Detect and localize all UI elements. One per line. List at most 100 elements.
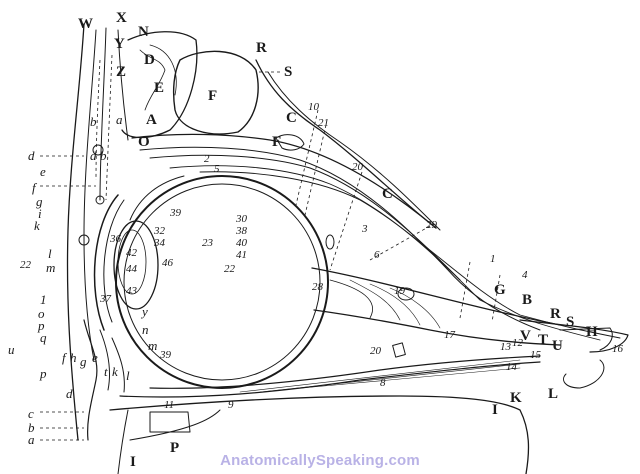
label-B: B bbox=[522, 292, 532, 308]
label-12: 12 bbox=[512, 337, 524, 349]
label-c-low: c bbox=[28, 406, 34, 421]
label-S-upper: S bbox=[284, 64, 292, 80]
label-30: 30 bbox=[235, 213, 248, 225]
label-d-low: d bbox=[66, 386, 73, 401]
label-20-top: 20 bbox=[352, 161, 364, 173]
label-11: 11 bbox=[164, 399, 174, 411]
label-41: 41 bbox=[236, 249, 247, 261]
label-o-top: o bbox=[38, 306, 45, 321]
label-9: 9 bbox=[228, 399, 234, 411]
label-a-low: a bbox=[28, 432, 35, 447]
label-H: H bbox=[586, 324, 598, 340]
label-C-lower: C bbox=[382, 186, 393, 202]
label-37: 37 bbox=[99, 293, 112, 305]
label-T: T bbox=[538, 332, 548, 348]
label-a-top: a bbox=[116, 112, 123, 127]
label-22-outer: 22 bbox=[20, 259, 32, 271]
label-b-top: b bbox=[90, 114, 97, 129]
label-43: 43 bbox=[126, 285, 138, 297]
label-17: 17 bbox=[444, 329, 456, 341]
label-42: 42 bbox=[126, 247, 138, 259]
label-t: t bbox=[104, 364, 108, 379]
label-13: 13 bbox=[500, 341, 512, 353]
label-C-upper: C bbox=[286, 110, 297, 126]
label-10: 10 bbox=[308, 101, 320, 113]
label-46: 46 bbox=[162, 257, 174, 269]
label-q: q bbox=[40, 330, 47, 345]
label-i-top: i bbox=[38, 206, 42, 221]
label-14: 14 bbox=[506, 361, 518, 373]
watermark-text: AnatomicallySpeaking.com bbox=[220, 452, 420, 469]
label-k-top: k bbox=[34, 218, 40, 233]
label-5: 5 bbox=[214, 163, 220, 175]
label-d-mid: d bbox=[90, 148, 97, 163]
label-40: 40 bbox=[236, 237, 248, 249]
label-e-low: e bbox=[92, 350, 98, 365]
label-6: 6 bbox=[374, 249, 380, 261]
label-I-right: I bbox=[492, 402, 498, 418]
label-F-lower: F bbox=[272, 134, 281, 150]
label-d-top: d bbox=[28, 148, 35, 163]
label-O: O bbox=[138, 134, 150, 150]
label-16: 16 bbox=[612, 343, 624, 355]
label-e-top: e bbox=[40, 164, 46, 179]
label-A: A bbox=[146, 112, 157, 128]
label-X: X bbox=[116, 10, 127, 26]
label-g-top: g bbox=[36, 194, 43, 209]
label-g-low: g bbox=[80, 354, 87, 369]
label-8: 8 bbox=[380, 377, 386, 389]
label-K: K bbox=[510, 390, 522, 406]
label-D: D bbox=[144, 52, 155, 68]
label-19: 19 bbox=[394, 285, 406, 297]
drawing-lines bbox=[40, 23, 629, 474]
label-k-low: k bbox=[112, 364, 118, 379]
label-20-bottom: 20 bbox=[370, 345, 382, 357]
label-E: E bbox=[154, 80, 164, 96]
label-38: 38 bbox=[235, 225, 248, 237]
label-Y: Y bbox=[114, 36, 125, 52]
label-34: 34 bbox=[153, 237, 166, 249]
label-u: u bbox=[8, 342, 15, 357]
label-3: 3 bbox=[361, 223, 368, 235]
label-b-mid: b bbox=[100, 148, 107, 163]
label-R-upper: R bbox=[256, 40, 267, 56]
label-22-inner: 22 bbox=[224, 263, 236, 275]
label-n-mid: n bbox=[142, 322, 149, 337]
label-39-bottom: 39 bbox=[159, 349, 172, 361]
label-W: W bbox=[78, 16, 93, 32]
label-U: U bbox=[552, 338, 563, 354]
label-28: 28 bbox=[312, 281, 324, 293]
label-39-top: 39 bbox=[169, 207, 182, 219]
label-p-lower: p bbox=[39, 366, 47, 381]
label-Z: Z bbox=[116, 64, 126, 80]
label-G: G bbox=[494, 282, 506, 298]
label-2: 2 bbox=[204, 153, 210, 165]
label-P: P bbox=[170, 440, 179, 456]
label-f-low: f bbox=[62, 350, 68, 365]
label-44: 44 bbox=[126, 263, 138, 275]
label-p-top: p bbox=[37, 318, 45, 333]
label-23: 23 bbox=[202, 237, 214, 249]
label-b-low: b bbox=[28, 420, 35, 435]
label-n-top: 1 bbox=[40, 292, 47, 307]
label-l-low: l bbox=[126, 368, 130, 383]
label-15: 15 bbox=[530, 349, 542, 361]
label-f-top: f bbox=[32, 180, 38, 195]
label-m-top: m bbox=[46, 260, 55, 275]
label-h: h bbox=[70, 350, 77, 365]
label-R-lower: R bbox=[550, 306, 561, 322]
label-4: 4 bbox=[522, 269, 528, 281]
label-1: 1 bbox=[490, 253, 496, 265]
label-F-upper: F bbox=[208, 88, 217, 104]
label-V: V bbox=[520, 328, 531, 344]
label-N: N bbox=[138, 24, 149, 40]
label-y: y bbox=[140, 304, 148, 319]
labels: W X Y Z N D E A O F R S C F C G B R S H … bbox=[8, 10, 624, 470]
label-m-mid: m bbox=[148, 338, 157, 353]
label-36: 36 bbox=[109, 233, 122, 245]
label-S-lower: S bbox=[566, 314, 574, 330]
label-L: L bbox=[548, 386, 558, 402]
label-21: 21 bbox=[318, 117, 329, 129]
label-29: 29 bbox=[426, 219, 438, 231]
